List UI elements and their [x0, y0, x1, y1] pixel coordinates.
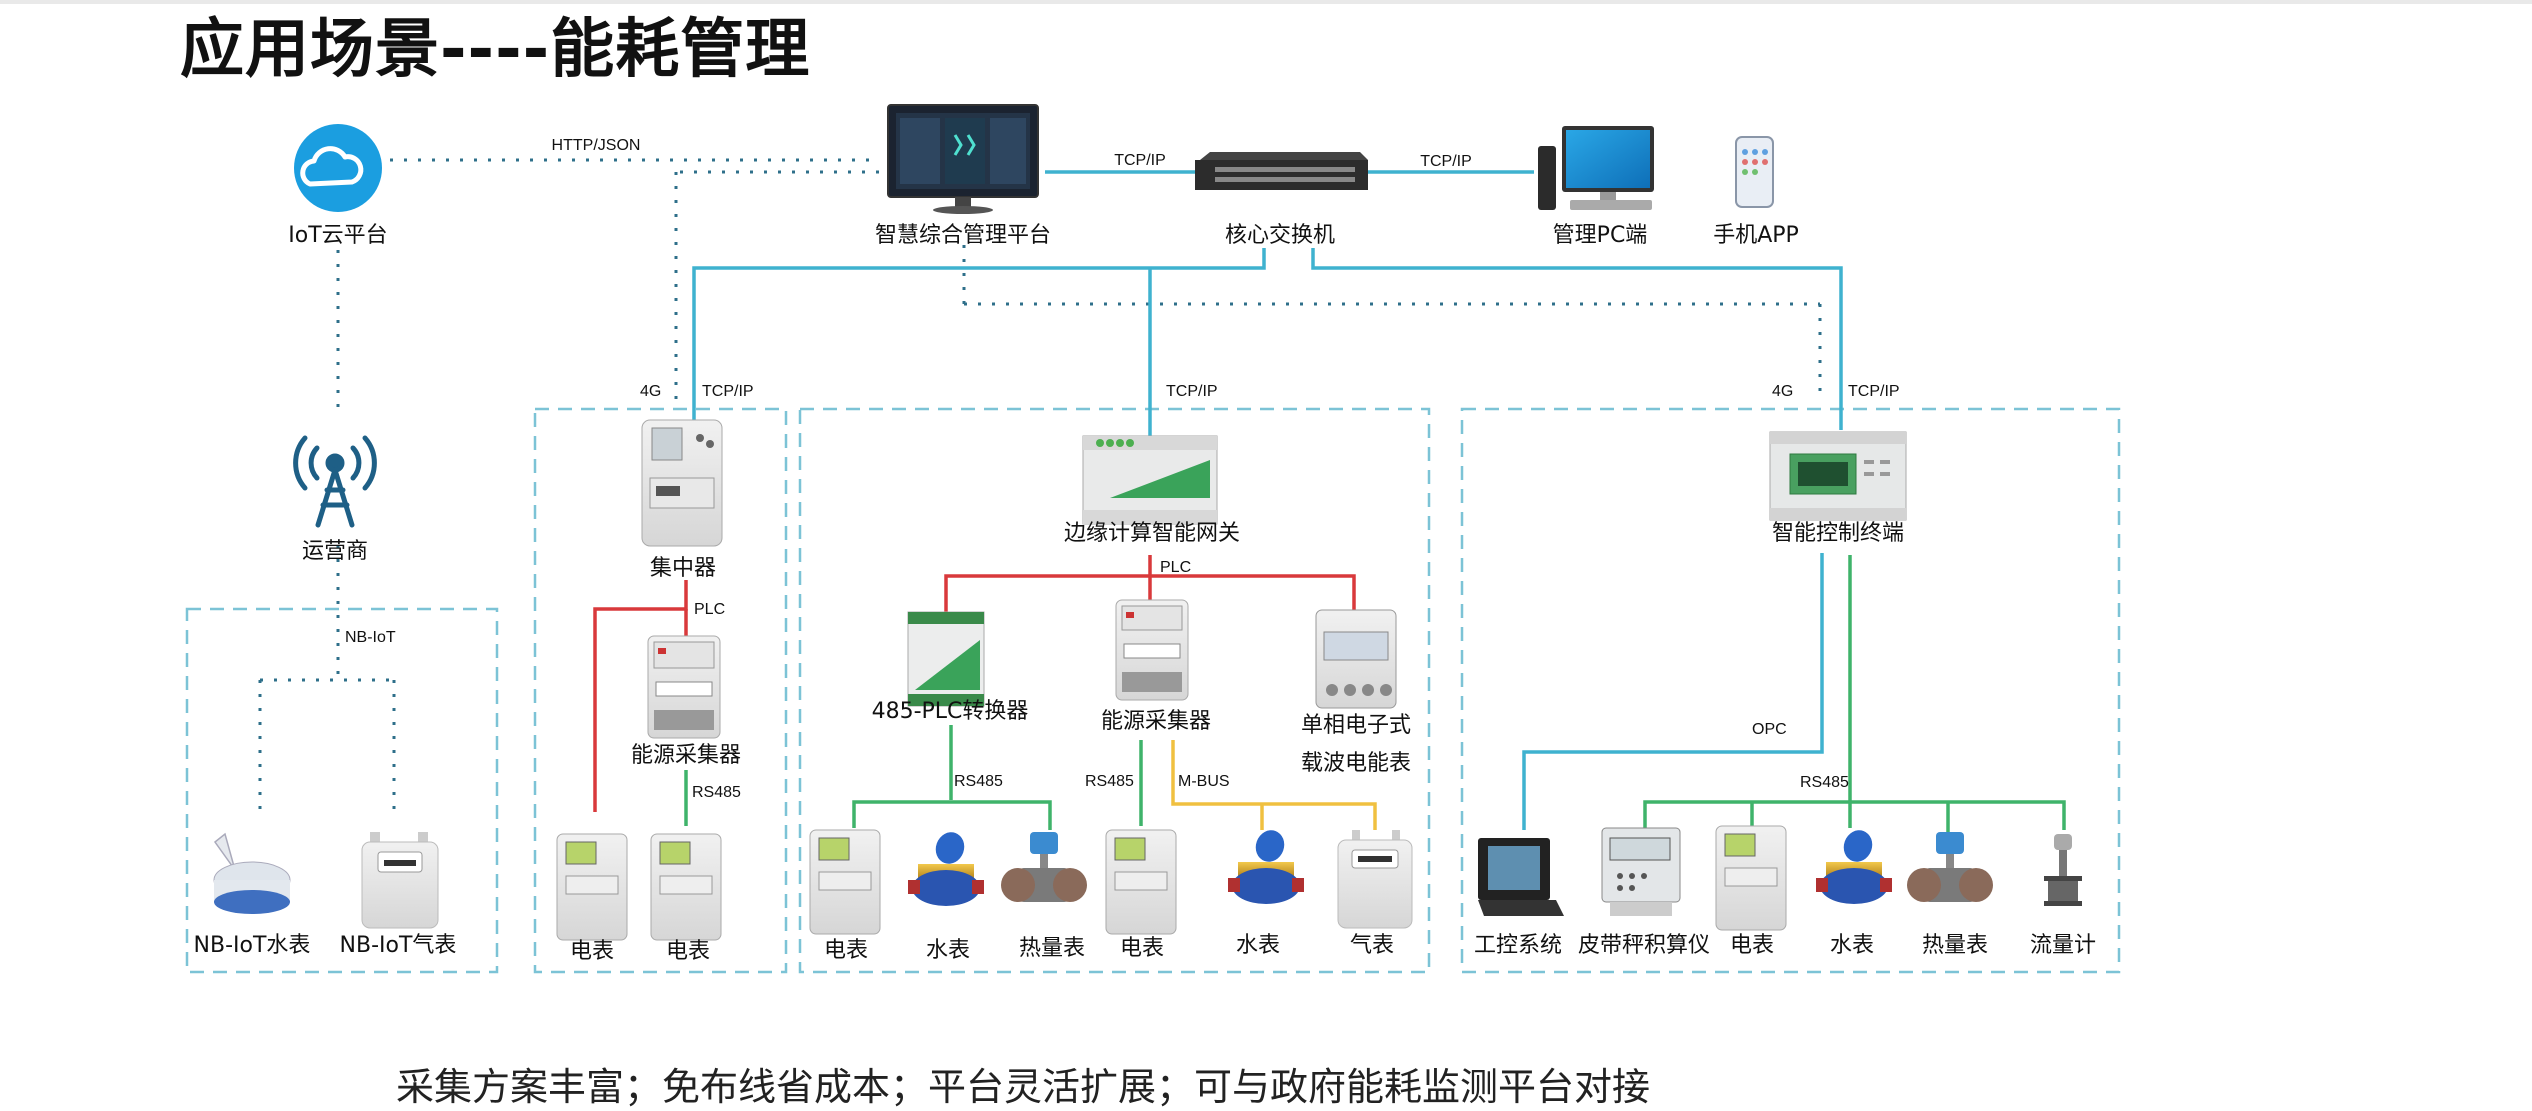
gateway-device-label: 气表: [1350, 933, 1394, 958]
concentrator-plc-label: PLC: [694, 601, 725, 618]
energy-collector-icon: [647, 635, 721, 739]
water-meter-icon: [1228, 830, 1304, 904]
smart-control-terminal-icon: [1769, 431, 1907, 521]
water-meter-icon: [1816, 830, 1892, 904]
gateway-device-label: 水表: [1236, 933, 1280, 958]
dotted-links: [258, 158, 1822, 820]
gateway-group-box: [798, 407, 1431, 974]
nb-device-label: NB-IoT水表: [194, 933, 311, 958]
nb-device-label: NB-IoT气表: [340, 933, 457, 958]
concentrator-device-label: 电表: [570, 939, 614, 964]
mobile-app-icon: [1735, 136, 1774, 208]
terminal-device-label: 电表: [1730, 933, 1774, 958]
concentrator-tcpip-label: TCP/IP: [702, 383, 754, 400]
cloud-label: IoT云平台: [288, 223, 387, 248]
terminal-rs485-label: RS485: [1800, 774, 1849, 791]
gateway-device-label: 电表: [824, 938, 868, 963]
gateway-device-label: 水表: [926, 938, 970, 963]
pc-label: 管理PC端: [1553, 223, 1648, 248]
terminal-group-box: [1460, 407, 2121, 974]
page-title: 应用场景----能耗管理: [180, 13, 811, 87]
belt-scale-integrator-icon: [1601, 827, 1681, 916]
industrial-control-pc-icon: [1478, 838, 1564, 916]
electric-meter-icon: [556, 833, 628, 941]
opc-label: OPC: [1752, 721, 1787, 738]
single-phase-meter-icon: [1315, 609, 1397, 709]
heat-meter-icon: [1001, 832, 1087, 902]
tcpip-label-switch-left: TCP/IP: [1114, 152, 1166, 169]
gateway-collector-label: 能源采集器: [1101, 709, 1211, 734]
platform-label: 智慧综合管理平台: [875, 223, 1051, 248]
concentrator-label: 集中器: [650, 556, 716, 581]
top-border: [0, 0, 2532, 4]
concentrator-group-box: [533, 407, 788, 974]
operator-tower-icon: [293, 435, 377, 528]
single-phase-meter-label-2: 载波电能表: [1301, 751, 1411, 776]
water-meter-icon: [908, 832, 984, 906]
terminal-device-label: 皮带秤积算仪: [1578, 933, 1710, 958]
switch-label: 核心交换机: [1225, 223, 1335, 248]
gateway-device-label: 电表: [1120, 936, 1164, 961]
operator-label: 运营商: [302, 539, 368, 564]
flow-meter-icon: [2044, 834, 2082, 906]
energy-collector-icon: [1115, 599, 1189, 701]
tcpip-links: [692, 170, 1843, 830]
electric-meter-icon: [650, 833, 722, 941]
collector-label: 能源采集器: [631, 743, 741, 768]
nb-iot-water-meter-icon: [213, 832, 291, 914]
terminal-tcpip-label: TCP/IP: [1848, 383, 1900, 400]
iot-cloud-icon: [294, 124, 382, 212]
plc-links: [593, 555, 1356, 812]
management-pc-icon: [1538, 126, 1654, 210]
gateway-label: 边缘计算智能网关: [1064, 521, 1240, 546]
electric-meter-icon: [1105, 829, 1177, 935]
terminal-4g-label: 4G: [1772, 383, 1793, 400]
http-json-label: HTTP/JSON: [552, 137, 641, 154]
electric-meter-icon: [1715, 825, 1787, 931]
gateway-plc-label: PLC: [1160, 559, 1191, 576]
core-switch-icon: [1195, 152, 1368, 190]
converter-rs485-label: RS485: [954, 773, 1003, 790]
collector-mbus-label: M-BUS: [1178, 773, 1230, 790]
app-label: 手机APP: [1713, 223, 1799, 248]
management-platform-monitor-icon: [887, 104, 1039, 214]
electric-meter-icon: [809, 829, 881, 935]
nb-iot-gas-meter-icon: [361, 832, 439, 929]
gateway-tcpip-label: TCP/IP: [1166, 383, 1218, 400]
tcpip-label-switch-right: TCP/IP: [1420, 153, 1472, 170]
collector-rs485-label: RS485: [1085, 773, 1134, 790]
terminal-device-label: 热量表: [1922, 933, 1988, 958]
edge-gateway-icon: [1082, 435, 1218, 525]
summary-caption: 采集方案丰富；免布线省成本；平台灵活扩展；可与政府能耗监测平台对接: [396, 1065, 1651, 1109]
gas-meter-icon: [1337, 830, 1413, 929]
mbus-links: [1171, 740, 1377, 830]
terminal-label: 智能控制终端: [1772, 521, 1904, 546]
concentrator-4g-label: 4G: [640, 383, 661, 400]
heat-meter-icon: [1907, 832, 1993, 902]
gateway-device-label: 热量表: [1019, 936, 1085, 961]
nb-iot-group-box: [185, 607, 499, 974]
terminal-device-label: 水表: [1830, 933, 1874, 958]
collector-rs485-label: RS485: [692, 784, 741, 801]
terminal-device-label: 流量计: [2030, 933, 2096, 958]
concentrator-device-label: 电表: [666, 939, 710, 964]
rs485-plc-converter-icon: [907, 611, 985, 707]
nb-iot-link-label: NB-IoT: [345, 629, 396, 646]
terminal-device-label: 工控系统: [1474, 933, 1562, 958]
single-phase-meter-label-1: 单相电子式: [1301, 713, 1411, 738]
converter-label: 485-PLC转换器: [872, 699, 1029, 724]
concentrator-icon: [641, 419, 723, 547]
